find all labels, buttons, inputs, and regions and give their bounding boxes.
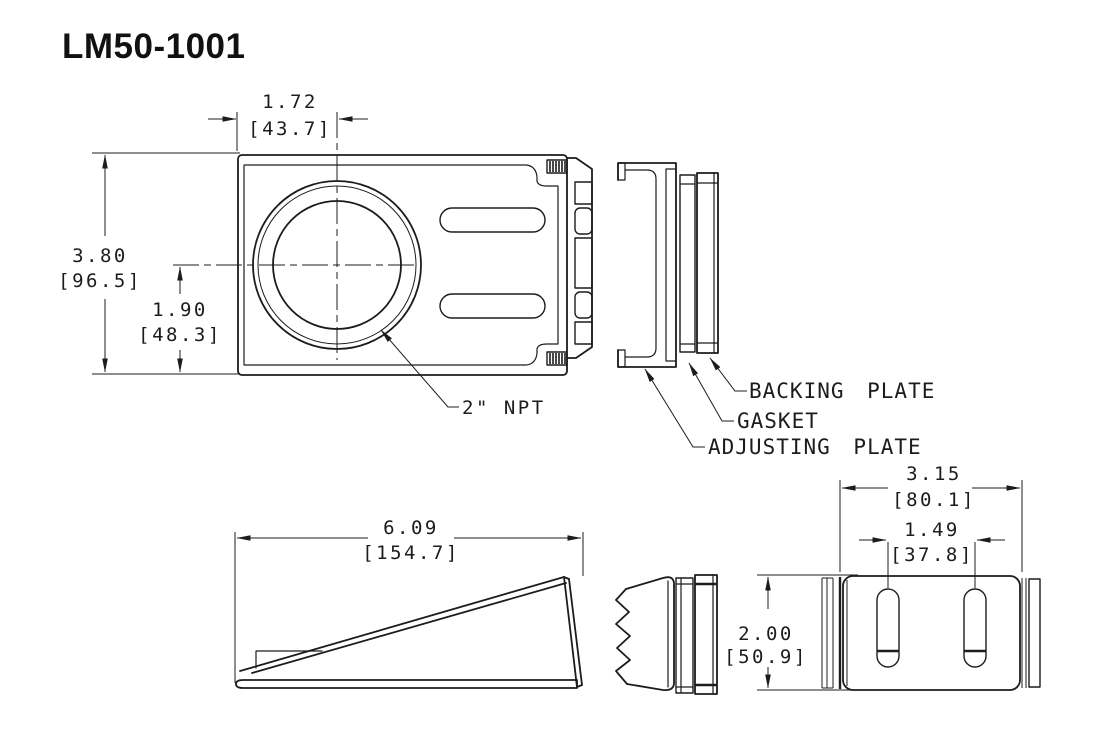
dim-value-in: 1.90 <box>152 299 208 321</box>
dim-1-90: 1.90 [48.3] <box>138 266 222 373</box>
gasket-profile-view <box>615 574 718 695</box>
break-line-zigzag <box>615 588 631 685</box>
backing-plate-edge <box>696 172 719 354</box>
dim-1-72: 1.72 [43.7] <box>208 91 368 151</box>
rear-slot-right <box>963 588 987 668</box>
dim-value-in: 3.80 <box>72 245 128 267</box>
extension-line <box>839 480 1023 572</box>
profile-view: 6.09 [154.7] <box>234 517 584 689</box>
rear-slot-left <box>876 588 900 668</box>
wedge-body <box>235 576 583 689</box>
label-adjusting-plate: ADJUSTING PLATE <box>644 368 922 459</box>
label-gasket: GASKET <box>688 362 819 433</box>
npt-label: 2" NPT <box>462 397 546 419</box>
stud-tab-bottom <box>546 351 568 366</box>
callout-label: ADJUSTING PLATE <box>708 435 922 459</box>
npt-leader: 2" NPT <box>380 329 546 419</box>
dim-value-mm: [37.8] <box>890 544 974 566</box>
dim-1-49: 1.49 [37.8] <box>859 519 1005 588</box>
dim-value-in: 6.09 <box>383 517 439 539</box>
gasket-strip <box>675 577 694 694</box>
dim-value-mm: [96.5] <box>58 270 142 292</box>
stud-tab-top <box>546 159 568 174</box>
left-edge-strips <box>821 577 842 689</box>
dim-value-in: 2.00 <box>738 623 794 645</box>
dim-value-mm: [154.7] <box>362 542 460 564</box>
dim-value-in: 1.72 <box>262 91 318 113</box>
right-edge-strips <box>1021 578 1041 688</box>
front-view <box>173 112 593 376</box>
dim-value-mm: [43.7] <box>248 118 332 140</box>
wedge-blade <box>563 576 583 688</box>
extension-line <box>92 152 240 375</box>
drawing-title: LM50-1001 <box>62 27 245 66</box>
rear-plate-body <box>842 575 1021 691</box>
dim-value-in: 3.15 <box>906 463 962 485</box>
leader-line <box>709 357 747 392</box>
callout-label: BACKING PLATE <box>749 379 935 403</box>
adjusting-plate-edge <box>617 162 677 368</box>
dim-2-00: 2.00 [50.9] <box>724 574 858 691</box>
dim-value-in: 1.49 <box>904 519 960 541</box>
mounting-slot-upper <box>439 207 546 233</box>
leader-line <box>380 329 459 408</box>
leader-line <box>644 368 705 448</box>
plate-inner-edges <box>243 164 559 366</box>
exploded-view: BACKING PLATE GASKET ADJUSTING PLATE <box>617 162 935 459</box>
leader-line <box>688 362 734 422</box>
gasket-edge <box>679 174 696 353</box>
callout-label: GASKET <box>737 409 819 433</box>
rear-view: 3.15 [80.1] 1.49 [37.8] <box>821 463 1041 691</box>
extension-line <box>887 542 976 588</box>
backing-strip <box>694 574 718 695</box>
dim-value-mm: [80.1] <box>892 489 976 511</box>
dim-3-80: 3.80 [96.5] <box>58 152 240 375</box>
mounting-slot-lower <box>439 293 546 319</box>
broken-wedge-piece <box>625 576 675 692</box>
label-backing-plate: BACKING PLATE <box>709 357 935 403</box>
dim-6-09: 6.09 [154.7] <box>234 517 584 683</box>
dim-value-mm: [48.3] <box>138 324 222 346</box>
dim-value-mm: [50.9] <box>724 646 808 668</box>
dim-3-15: 3.15 [80.1] <box>839 463 1023 572</box>
extension-line <box>757 574 858 691</box>
extension-line <box>234 532 584 683</box>
clamp-bracket <box>566 157 593 359</box>
